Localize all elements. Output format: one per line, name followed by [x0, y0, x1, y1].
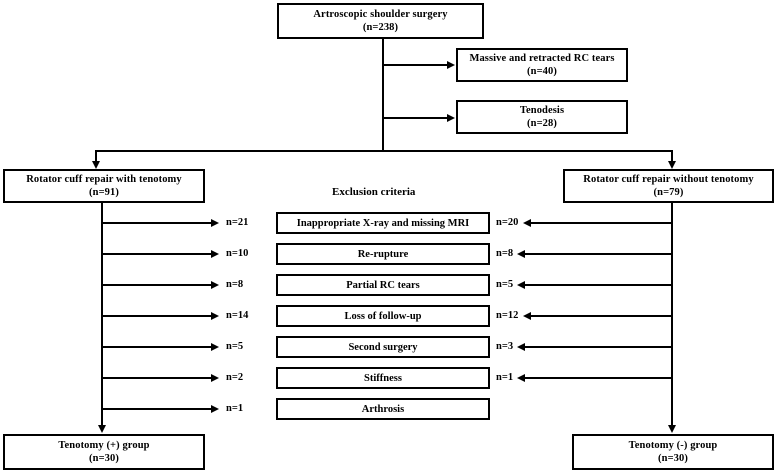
arrowhead-to-tenodesis	[447, 113, 455, 122]
arrowhead-left-spine-to-result	[97, 425, 106, 433]
arrowhead-left-branch-4	[211, 311, 219, 320]
exclusion-box-7: Arthrosis	[276, 398, 490, 420]
connector-to-massive-tears	[383, 64, 448, 66]
arrowhead-right-branch-2	[517, 249, 525, 258]
right-count-5: n=3	[496, 341, 514, 352]
exclusion-label: Loss of follow-up	[344, 310, 422, 322]
left-count-4: n=14	[226, 310, 249, 321]
right-branch-5	[524, 346, 672, 348]
arrowhead-left-branch-6	[211, 373, 219, 382]
left-branch-1	[102, 222, 212, 224]
arrowhead-left-branch-2	[211, 249, 219, 258]
left-branch-6	[102, 377, 212, 379]
node-count: (n=238)	[362, 22, 399, 33]
arrowhead-to-right-arm	[667, 161, 676, 169]
right-count-3: n=5	[496, 279, 514, 290]
node-label: Tenodesis	[519, 104, 565, 116]
right-count-1: n=20	[496, 217, 519, 228]
left-count-3: n=8	[226, 279, 244, 290]
node-label: Rotator cuff repair with tenotomy	[26, 173, 182, 185]
arrowhead-left-branch-3	[211, 280, 219, 289]
right-count-2: n=8	[496, 248, 514, 259]
right-arm-spine	[671, 203, 673, 427]
node-count: (n=91)	[89, 187, 119, 198]
right-branch-6	[524, 377, 672, 379]
right-count-4: n=12	[496, 310, 519, 321]
trunk-main-vertical	[382, 39, 384, 151]
connector-split-to-right-arm	[671, 150, 673, 163]
exclusion-box-3: Partial RC tears	[276, 274, 490, 296]
left-branch-7	[102, 408, 212, 410]
exclusion-box-1: Inappropriate X-ray and missing MRI	[276, 212, 490, 234]
exclusion-label: Re-rupture	[357, 248, 409, 260]
exclusion-box-5: Second surgery	[276, 336, 490, 358]
left-count-6: n=2	[226, 372, 244, 383]
left-count-7: n=1	[226, 403, 244, 414]
split-horizontal-connector	[95, 150, 673, 152]
node-count: (n=79)	[653, 187, 684, 198]
node-massive-retracted-rc-tears: Massive and retracted RC tears (n=40)	[456, 48, 628, 82]
node-count: (n=30)	[658, 453, 688, 464]
arrowhead-right-branch-1	[523, 218, 531, 227]
exclusion-box-2: Re-rupture	[276, 243, 490, 265]
node-rotator-cuff-repair-without-tenotomy: Rotator cuff repair without tenotomy (n=…	[563, 169, 774, 203]
right-count-6: n=1	[496, 372, 514, 383]
node-rotator-cuff-repair-with-tenotomy: Rotator cuff repair with tenotomy (n=91)	[3, 169, 205, 203]
arrowhead-right-branch-5	[517, 342, 525, 351]
exclusion-criteria-heading: Exclusion criteria	[332, 186, 416, 198]
arrowhead-right-branch-3	[517, 280, 525, 289]
exclusion-label: Second surgery	[348, 341, 418, 353]
arrowhead-right-branch-4	[523, 311, 531, 320]
node-tenodesis: Tenodesis (n=28)	[456, 100, 628, 134]
exclusion-label: Arthrosis	[361, 403, 405, 415]
node-count: (n=30)	[89, 453, 119, 464]
node-count: (n=28)	[527, 118, 557, 129]
exclusion-box-4: Loss of follow-up	[276, 305, 490, 327]
node-count: (n=40)	[527, 66, 557, 77]
left-branch-3	[102, 284, 212, 286]
left-branch-5	[102, 346, 212, 348]
connector-split-to-left-arm	[95, 150, 97, 163]
node-tenotomy-negative-group: Tenotomy (-) group (n=30)	[572, 434, 774, 470]
arrowhead-left-branch-1	[211, 218, 219, 227]
node-label: Artroscopic shoulder surgery	[313, 8, 448, 20]
left-branch-2	[102, 253, 212, 255]
node-label: Rotator cuff repair without tenotomy	[583, 173, 754, 185]
exclusion-label: Partial RC tears	[346, 279, 420, 291]
node-label: Massive and retracted RC tears	[469, 52, 615, 64]
left-branch-4	[102, 315, 212, 317]
right-branch-4	[530, 315, 672, 317]
arrowhead-right-spine-to-result	[667, 425, 676, 433]
exclusion-box-6: Stiffness	[276, 367, 490, 389]
arrowhead-left-branch-5	[211, 342, 219, 351]
node-tenotomy-positive-group: Tenotomy (+) group (n=30)	[3, 434, 205, 470]
arrowhead-to-left-arm	[91, 161, 100, 169]
exclusion-label: Stiffness	[364, 372, 402, 384]
node-artroscopic-shoulder-surgery: Artroscopic shoulder surgery (n=238)	[277, 3, 484, 39]
arrowhead-right-branch-6	[517, 373, 525, 382]
right-branch-2	[524, 253, 672, 255]
left-count-1: n=21	[226, 217, 249, 228]
connector-to-tenodesis	[383, 117, 448, 119]
left-count-5: n=5	[226, 341, 244, 352]
exclusion-label: Inappropriate X-ray and missing MRI	[296, 217, 470, 229]
right-branch-1	[530, 222, 672, 224]
arrowhead-to-massive-tears	[447, 60, 455, 69]
right-branch-3	[524, 284, 672, 286]
node-label: Tenotomy (-) group	[628, 439, 718, 451]
arrowhead-left-branch-7	[211, 404, 219, 413]
left-count-2: n=10	[226, 248, 249, 259]
node-label: Tenotomy (+) group	[58, 439, 150, 451]
